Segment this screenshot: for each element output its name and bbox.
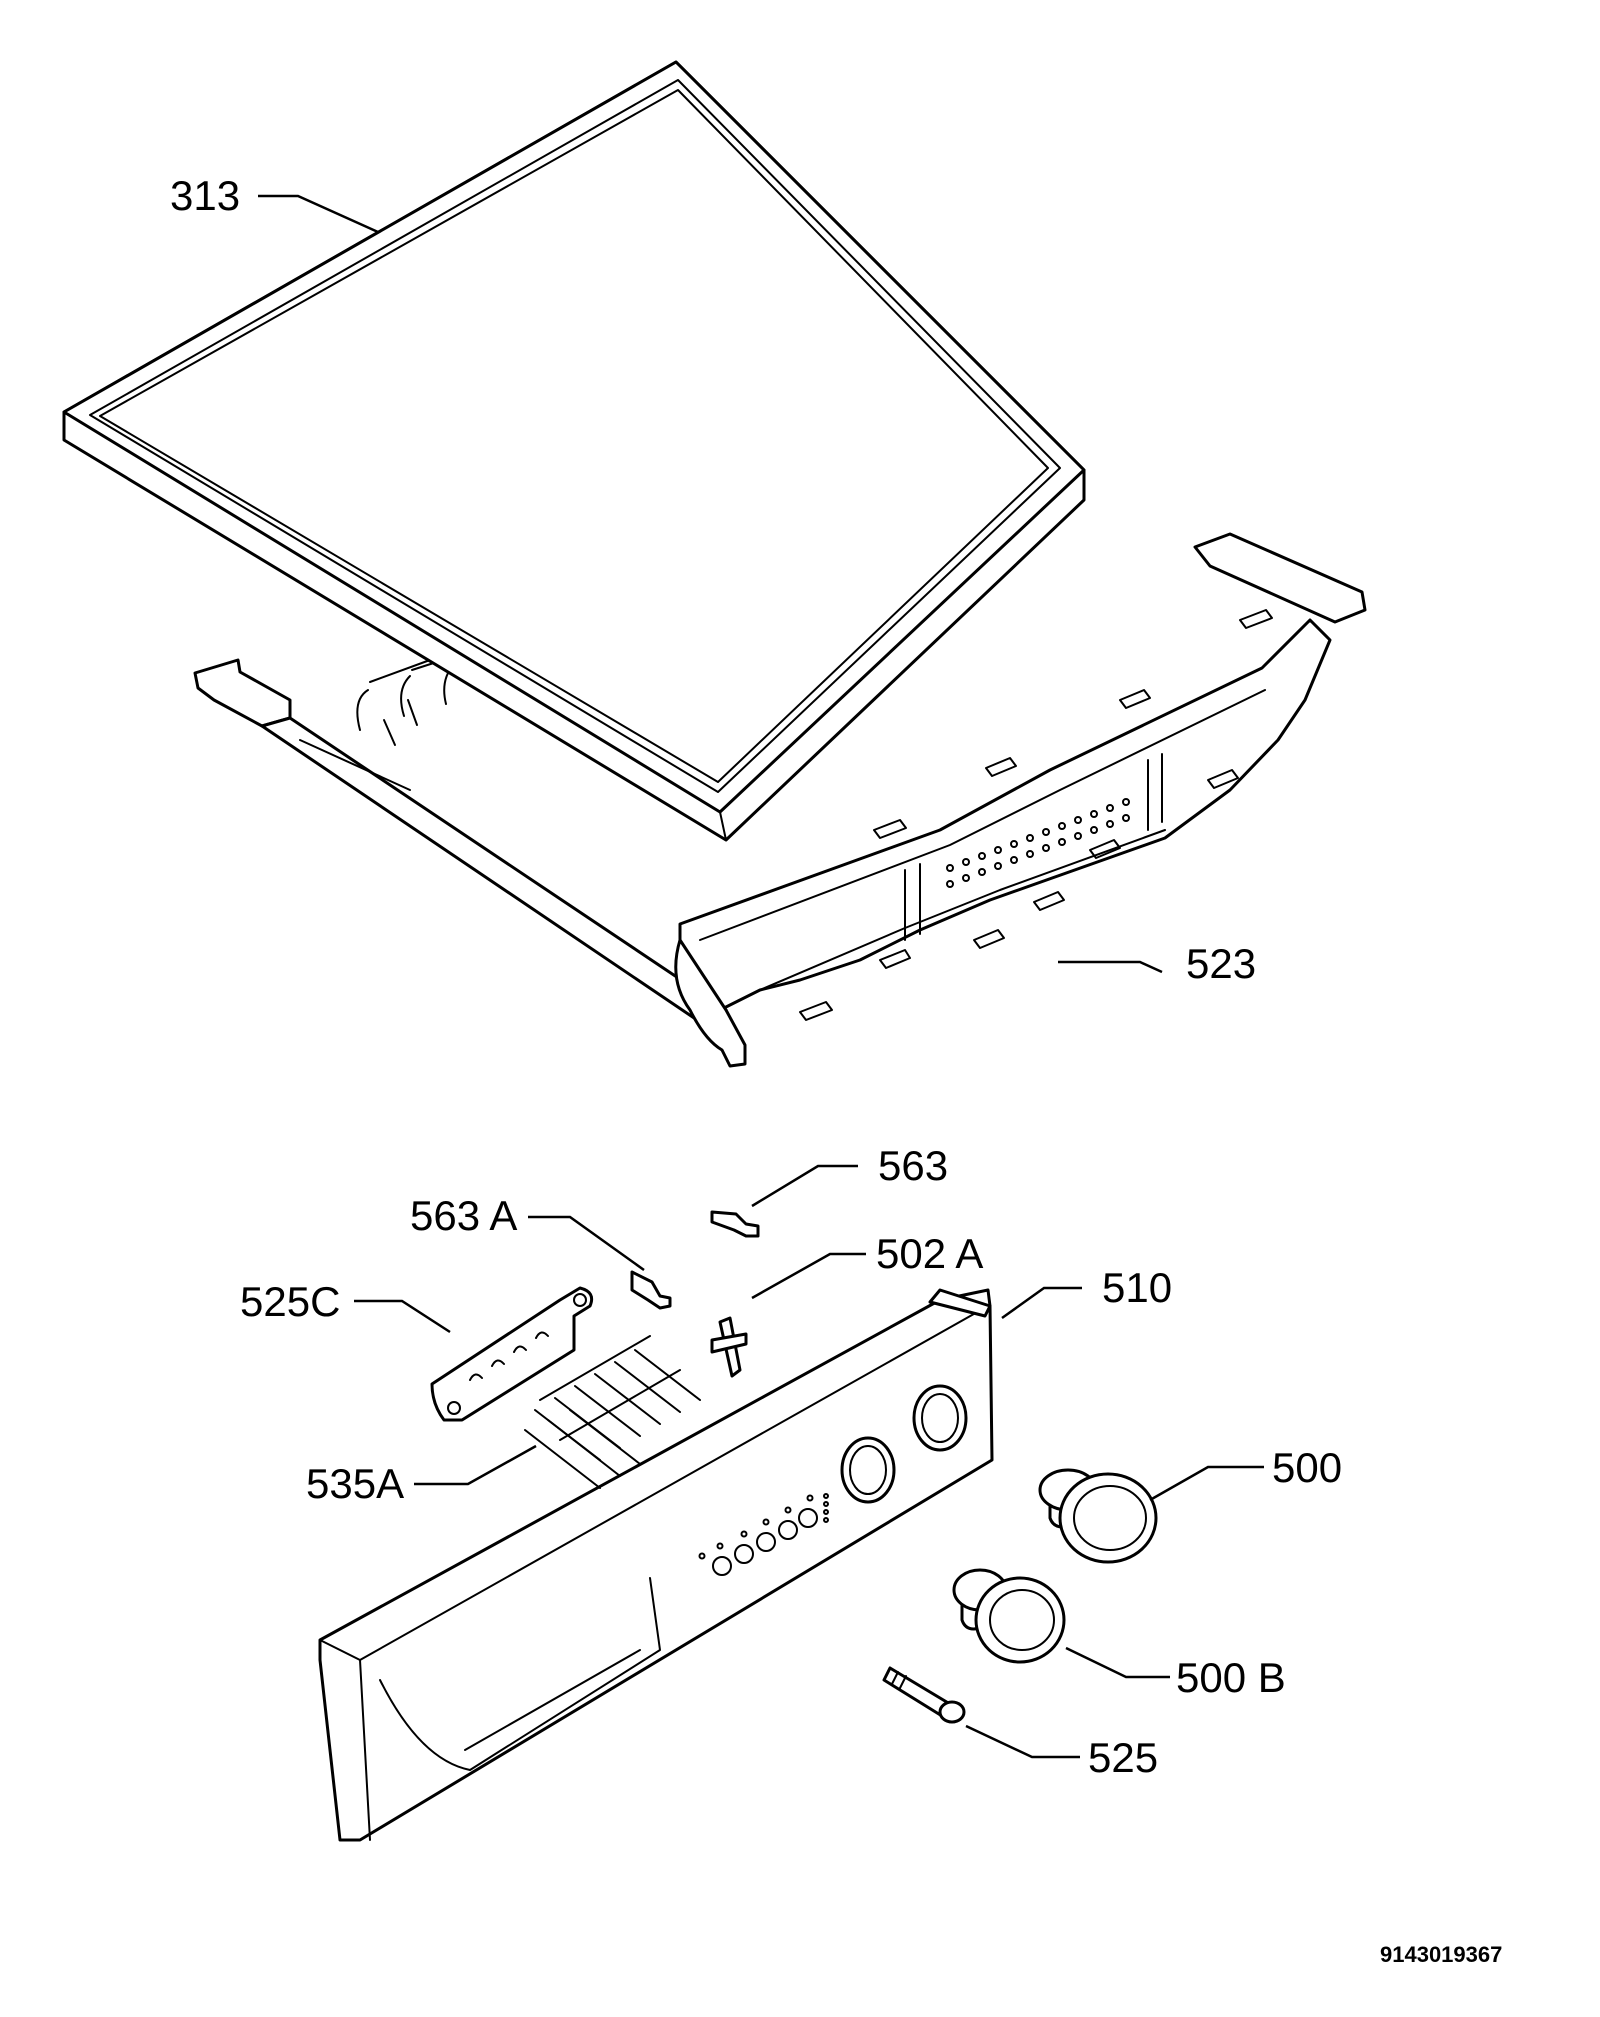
leader-563 [751, 1164, 858, 1208]
leader-502a [751, 1252, 866, 1300]
knob-part-500b [952, 1568, 1066, 1664]
leader-535a [414, 1444, 537, 1486]
callout-525c: 525C [240, 1278, 340, 1325]
knob-part-500 [1038, 1468, 1158, 1564]
callout-500: 500 [1272, 1444, 1342, 1491]
lever-part-502a [710, 1316, 748, 1378]
callout-563: 563 [878, 1142, 948, 1189]
callout-563a: 563 A [410, 1192, 517, 1239]
leader-525 [965, 1724, 1080, 1759]
leader-563a [528, 1215, 645, 1272]
callout-535a: 535A [306, 1460, 404, 1507]
callout-523: 523 [1186, 940, 1256, 987]
leader-510 [1001, 1286, 1082, 1320]
leader-313 [258, 194, 379, 234]
drawing-number: 9143019367 [1380, 1942, 1502, 1967]
pin-part-563a [630, 1270, 672, 1310]
control-panel-part-510 [318, 1288, 994, 1842]
callout-500b: 500 B [1176, 1654, 1286, 1701]
callout-313: 313 [170, 172, 240, 219]
lid-panel-part-313 [62, 60, 1086, 842]
leader-500b [1065, 1646, 1170, 1679]
light-pipe-part-525 [882, 1666, 966, 1724]
callout-510: 510 [1102, 1264, 1172, 1311]
frame-part-523 [193, 532, 1367, 1068]
leader-500 [1149, 1465, 1264, 1502]
leader-lines [258, 194, 1264, 1759]
leader-525c [354, 1299, 451, 1334]
callout-502a: 502 A [876, 1230, 983, 1277]
callout-525: 525 [1088, 1734, 1158, 1781]
callout-labels: 313 523 563 563 A 502 A 525C 510 535A 50… [170, 172, 1342, 1781]
leader-523 [1058, 960, 1163, 974]
push-rods-part-535a [524, 1335, 701, 1489]
bracket-part-525c [430, 1286, 594, 1422]
pin-part-563 [710, 1210, 760, 1238]
